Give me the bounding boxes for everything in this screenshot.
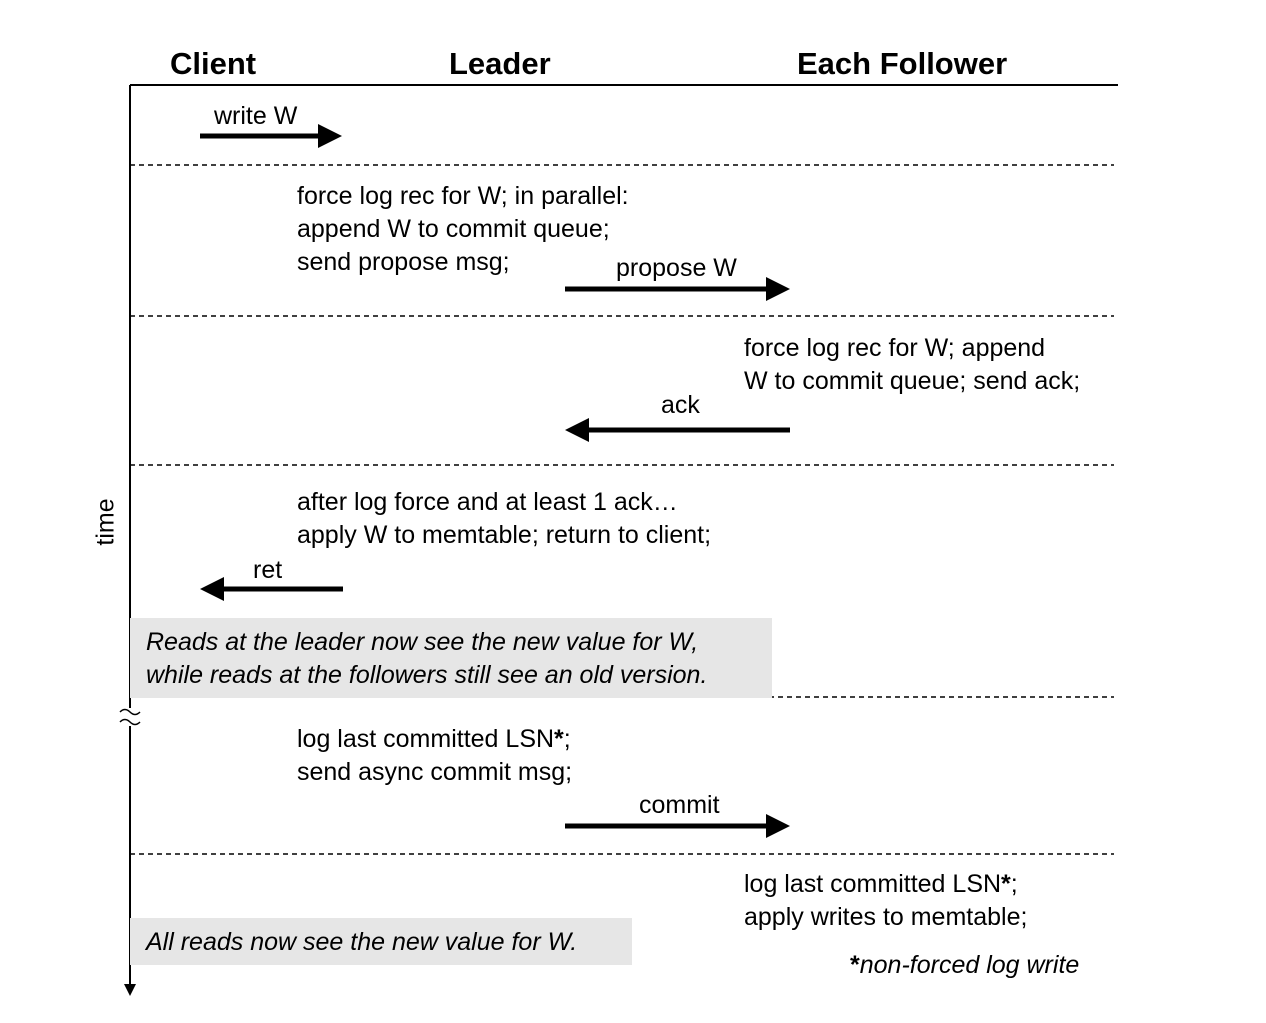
write-arrowhead [318,124,342,148]
footnote: *non-forced log write [850,951,1080,979]
leader-step-line: send async commit msg; [297,758,573,786]
leader-step-line: force log rec for W; in parallel: [297,182,629,210]
commit-arrowhead [766,814,790,838]
leader-step-line: after log force and at least 1 ack… [297,488,678,516]
phase-separators [130,164,1114,855]
propose-arrow-label: propose W [616,254,737,282]
propose-arrowhead [766,277,790,301]
write-arrow-label: write W [214,102,298,130]
commit-arrow-label: commit [639,791,720,819]
follower-step-line: apply writes to memtable; [744,903,1028,931]
time-axis-label: time [91,498,120,546]
ret-arrow-label: ret [253,556,283,584]
asterisk-mark: * [850,951,860,979]
leader-step-line: log last committed LSN*; [297,725,571,753]
time-axis-break-icon [119,708,141,726]
asterisk-mark: * [554,725,564,753]
follower-step-line: force log rec for W; append [744,334,1046,362]
follower-column-header: Each Follower [797,46,1008,81]
time-axis-arrowhead [124,984,136,996]
asterisk-mark: * [1001,870,1011,898]
ack-arrow-label: ack [661,391,700,419]
follower-step-line: W to commit queue; send ack; [744,367,1081,395]
leader-column-header: Leader [449,46,551,81]
follower-step-line: log last committed LSN*; [744,870,1018,898]
ack-arrowhead [565,418,589,442]
leader-step-line: apply W to memtable; return to client; [297,521,712,549]
leader-read-note: Reads at the leader now see the new valu… [130,618,772,698]
leader-step-line: send propose msg; [297,248,510,276]
note-line: All reads now see the new value for W. [146,928,578,956]
ret-arrowhead [200,577,224,601]
note-line: while reads at the followers still see a… [146,661,708,689]
client-column-header: Client [170,46,257,81]
note-line: Reads at the leader now see the new valu… [146,628,699,656]
leader-step-line: append W to commit queue; [297,215,610,243]
all-reads-note: All reads now see the new value for W. [130,918,632,965]
